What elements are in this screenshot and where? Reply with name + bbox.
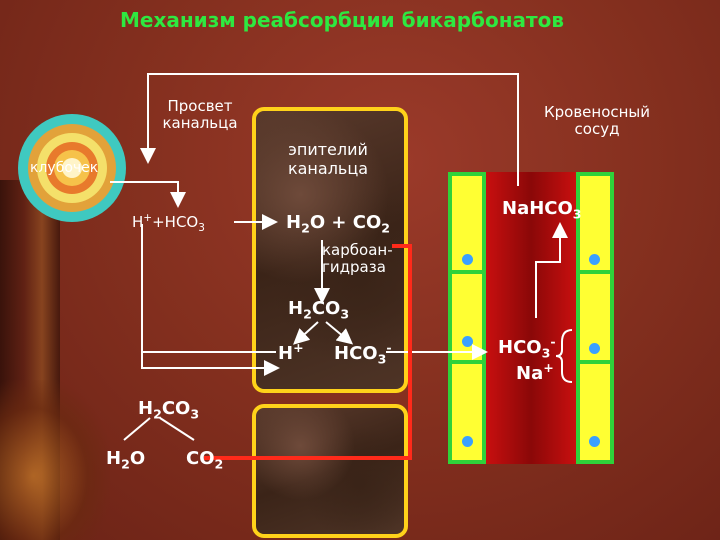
lumen-h-hco3: H++HCO3 xyxy=(132,212,205,234)
lumen-h2o: H2O xyxy=(106,448,145,472)
cell-h2co3: H2CO3 xyxy=(288,298,349,322)
cell-h2o-co2: H2O + CO2 xyxy=(286,212,390,236)
filtration-path-line xyxy=(148,74,518,186)
bracket-icon xyxy=(556,330,572,382)
h-secretion-arrow xyxy=(142,224,276,368)
dissociation-arrow-h xyxy=(296,322,318,342)
cell-hco3-ion: HCO3- xyxy=(334,340,392,367)
lumen-co2: CO2 xyxy=(186,448,223,472)
blood-nahco3: NaHCO3 xyxy=(502,198,582,222)
blood-hco3-ion: HCO3- xyxy=(498,334,556,361)
cell-h-ion: H+ xyxy=(278,340,304,364)
enzyme-label-line1: карбоан- xyxy=(322,242,392,259)
blood-recombination-arrow xyxy=(536,226,560,318)
enzyme-label-line2: гидраза xyxy=(322,259,392,276)
lumen-h2co3: H2CO3 xyxy=(138,398,199,422)
blood-na-ion: Na+ xyxy=(516,360,554,384)
dissociation-arrow-hco3 xyxy=(326,322,350,342)
enzyme-label: карбоан- гидраза xyxy=(322,242,392,276)
glomerulus-to-lumen-arrow xyxy=(110,182,178,204)
